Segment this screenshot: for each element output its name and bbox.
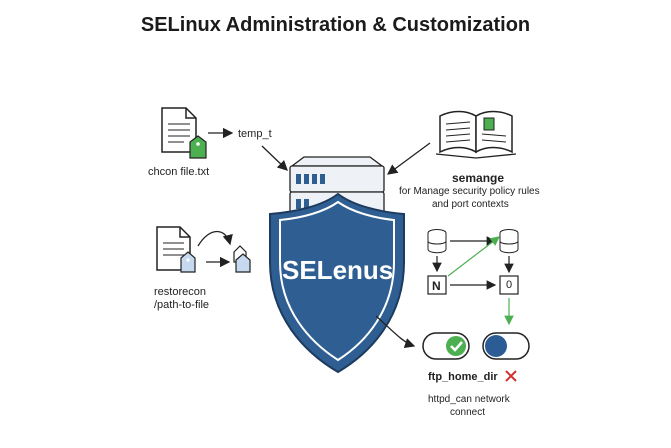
- semanage-arrow: [386, 142, 431, 175]
- boolean-name: ftp_home_dir: [428, 371, 498, 383]
- chcon-to-server-arrow: [261, 145, 288, 171]
- flow-node-n: [427, 275, 447, 295]
- restorecon-curve-arrow: [197, 230, 233, 247]
- boolean-desc-2: connect: [450, 407, 486, 418]
- toggle-on-check[interactable]: [422, 332, 470, 360]
- blue-tag-icon: [180, 251, 196, 273]
- shield-label: SELenus: [282, 255, 394, 285]
- restorecon-caption-2: /path-to-file: [154, 299, 210, 311]
- database-icon-2: [499, 229, 519, 254]
- diagram-title: SELinux Administration & Customization: [140, 14, 531, 36]
- selinux-shield-icon: [269, 192, 405, 374]
- semanage-title: semange: [452, 171, 505, 185]
- restorecon-caption-1: restorecon: [154, 286, 206, 298]
- check-icon: [450, 341, 463, 352]
- database-icon-1: [427, 229, 447, 254]
- flow-node-n-label: N: [432, 279, 441, 293]
- flow-node-0: [499, 275, 519, 295]
- semanage-desc-1: for Manage security policy rules: [399, 186, 540, 197]
- chcon-document-icon: [161, 107, 197, 153]
- shield-to-toggle-arrow: [375, 315, 416, 349]
- boolean-desc-1: httpd_can network: [428, 394, 510, 405]
- chcon-caption: chcon file.txt: [148, 166, 210, 178]
- blue-tag-icon-2: [235, 253, 251, 273]
- x-icon: [505, 370, 517, 382]
- semanage-desc-2: and port contexts: [432, 199, 509, 210]
- toggle-blue[interactable]: [482, 332, 530, 360]
- policy-book-icon: [435, 110, 517, 159]
- green-tag-icon: [189, 135, 207, 159]
- chcon-type-label: temp_t: [238, 128, 272, 140]
- flow-arrow-green-diag: [447, 236, 500, 277]
- flow-node-0-label: 0: [506, 279, 513, 291]
